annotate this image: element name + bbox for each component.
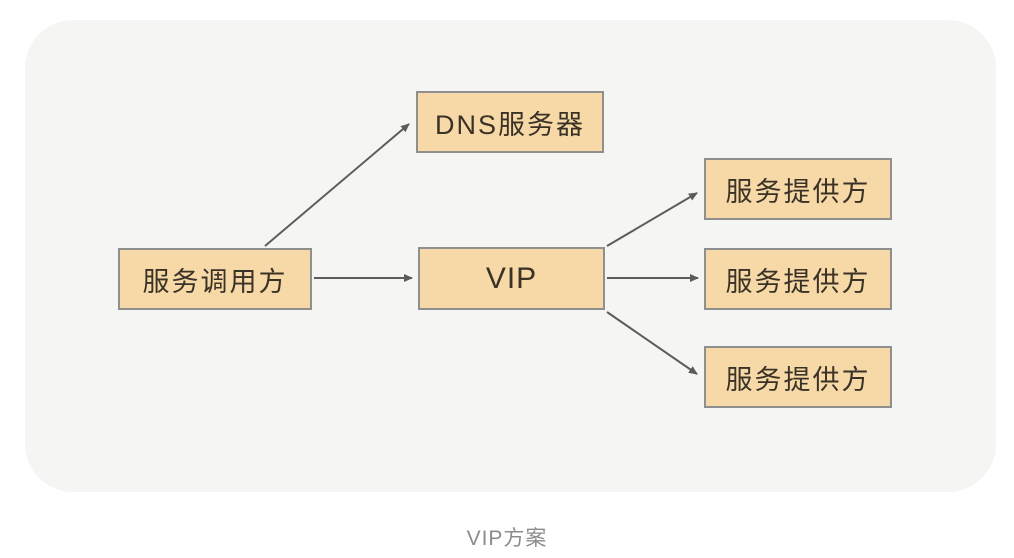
node-vip: VIP: [418, 247, 605, 310]
diagram-caption: VIP方案: [466, 527, 548, 550]
node-service-provider-1: 服务提供方: [704, 158, 892, 220]
node-service-provider-3-label: 服务提供方: [725, 364, 871, 395]
node-service-caller: 服务调用方: [118, 248, 312, 310]
node-service-provider-3: 服务提供方: [704, 346, 892, 408]
node-dns-server: DNS服务器: [416, 91, 604, 153]
node-service-provider-2: 服务提供方: [704, 248, 892, 310]
node-vip-label: VIP: [485, 261, 538, 295]
node-service-provider-2-label: 服务提供方: [725, 266, 871, 297]
node-service-caller-label: 服务调用方: [142, 266, 288, 297]
node-service-provider-1-label: 服务提供方: [725, 176, 871, 207]
node-dns-server-label: DNS服务器: [434, 109, 585, 140]
